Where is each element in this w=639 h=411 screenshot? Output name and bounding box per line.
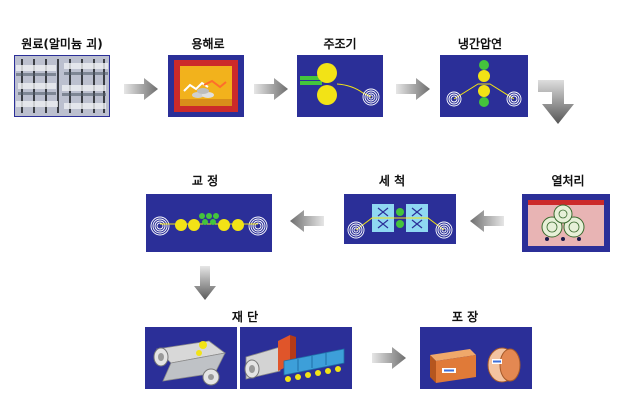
label-wash: 세 척 (378, 174, 406, 188)
label-furnace: 용해로 (191, 37, 225, 51)
packing-panel (420, 327, 532, 389)
straighten-panel (146, 194, 272, 252)
heat-treatment-panel (522, 194, 610, 252)
wash-panel (344, 194, 456, 244)
cutting-panel-left (145, 327, 237, 389)
cutting-panel-right (240, 327, 352, 389)
casting-panel (297, 55, 383, 117)
arrow-right-icon (254, 78, 288, 100)
label-rolling: 냉간압연 (457, 37, 503, 51)
raw-material-image (14, 55, 110, 117)
label-heat: 열처리 (551, 174, 585, 188)
label-cut: 재 단 (231, 310, 259, 324)
label-raw: 원료(알미늄 괴) (21, 37, 103, 51)
cold-rolling-panel (440, 55, 528, 117)
label-casting: 주조기 (323, 37, 357, 51)
label-pack: 포 장 (451, 310, 479, 324)
furnace-panel (168, 55, 244, 117)
arrow-turn-down-icon (538, 80, 574, 124)
arrow-right-icon (396, 78, 430, 100)
arrow-right-icon (372, 347, 406, 369)
label-straighten: 교 정 (191, 174, 219, 188)
arrow-left-icon (470, 210, 504, 232)
arrow-right-icon (124, 78, 158, 100)
arrow-down-icon (194, 266, 216, 300)
arrow-left-icon (290, 210, 324, 232)
